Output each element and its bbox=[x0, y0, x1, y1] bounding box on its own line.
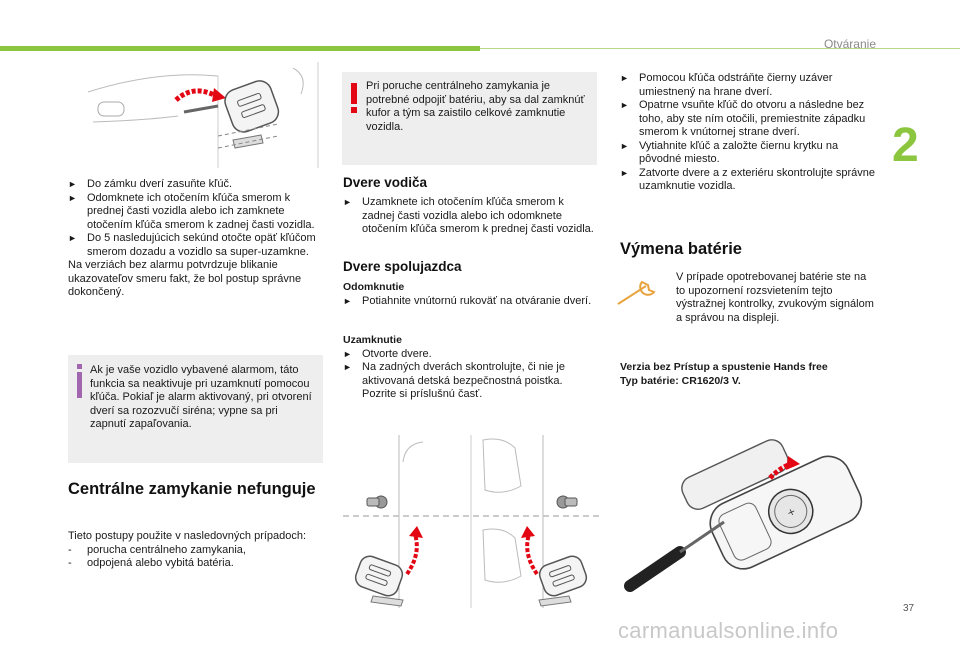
list-item: ►Pomocou kľúča odstráňte čierny uzáver u… bbox=[620, 72, 833, 98]
heading-battery-replacement: Výmena batérie bbox=[620, 240, 742, 258]
warning-box: Pri poruche centrálneho zamykania je pot… bbox=[342, 72, 597, 165]
subheading-lock: Uzamknutie bbox=[343, 334, 402, 346]
bullet-arrow-icon: ► bbox=[343, 348, 352, 359]
list-item: ►Potiahnite vnútornú rukoväť na otvárani… bbox=[343, 294, 592, 307]
alarm-note: Na verziách bez alarmu potvrdzuje blikan… bbox=[68, 259, 302, 298]
section-title: Otváranie bbox=[823, 37, 876, 51]
bullet-arrow-icon: ► bbox=[343, 295, 352, 306]
heading-driver-door: Dvere vodiča bbox=[343, 175, 428, 190]
section-heading-central-locking: Centrálne zamykanie nefunguje bbox=[68, 480, 316, 498]
key-battery-illustration: + bbox=[624, 439, 863, 592]
warning-icon bbox=[351, 83, 357, 113]
list-item: ►Do zámku dverí zasuňte kľúč. bbox=[68, 178, 233, 190]
list-item: ►Uzamknete ich otočením kľúča smerom k z… bbox=[343, 196, 594, 235]
list-item: ►Vytiahnite kľúč a založte čiernu krytku… bbox=[620, 139, 839, 166]
subheading-unlock: Odomknutie bbox=[343, 281, 405, 293]
bullet-arrow-icon: ► bbox=[620, 73, 629, 83]
bullet-arrow-icon: ► bbox=[343, 197, 352, 207]
bullet-arrow-icon: ► bbox=[68, 233, 77, 243]
bullet-arrow-icon: ► bbox=[343, 362, 352, 372]
chapter-number: 2 bbox=[892, 119, 919, 172]
list-item: ►Opatrne vsuňte kľúč do otvoru a následn… bbox=[620, 99, 866, 138]
list-item: ►Zatvorte dvere a z exteriéru skontroluj… bbox=[620, 166, 876, 193]
page-number: 37 bbox=[903, 603, 915, 614]
bullet-arrow-icon: ► bbox=[68, 192, 77, 203]
bullet-arrow-icon: ► bbox=[68, 179, 77, 189]
battery-alert-text: V prípade opotrebovanej batérie ste na t… bbox=[676, 271, 874, 324]
intro-text: Tieto postupy použite v nasledovných prí… bbox=[68, 530, 307, 542]
header-accent-bar bbox=[0, 46, 480, 51]
bullet-arrow-icon: ► bbox=[620, 140, 629, 151]
heading-passenger-door: Dvere spolujazdca bbox=[343, 259, 462, 274]
info-box: Ak je vaše vozidlo vybavené alarmom, tát… bbox=[68, 355, 323, 463]
battery-type-line: Typ batérie: CR1620/3 V. bbox=[620, 374, 741, 387]
list-item: -porucha centrálneho zamykania, bbox=[68, 543, 246, 556]
bullet-arrow-icon: ► bbox=[620, 167, 629, 178]
list-item: ►Do 5 nasledujúcich sekúnd otočte opäť k… bbox=[68, 232, 316, 258]
warning-text: Pri poruche centrálneho zamykania je pot… bbox=[366, 80, 585, 133]
list-item: ►Odomknete ich otočením kľúča smerom k p… bbox=[68, 191, 315, 231]
info-text: Ak je vaše vozidlo vybavené alarmom, tát… bbox=[90, 364, 312, 430]
wrench-icon bbox=[617, 280, 656, 305]
list-item: -odpojená alebo vybitá batéria. bbox=[68, 557, 234, 569]
list-item: ►Otvorte dvere. bbox=[343, 347, 432, 360]
version-line: Verzia bez Prístup a spustenie Hands fre… bbox=[620, 361, 828, 373]
doors-lock-illustration bbox=[343, 435, 599, 608]
info-icon bbox=[77, 364, 82, 400]
list-item: ►Na zadných dverách skontrolujte, či nie… bbox=[343, 361, 565, 400]
header-rule bbox=[480, 48, 960, 49]
bullet-arrow-icon: ► bbox=[620, 100, 629, 110]
door-key-illustration bbox=[87, 62, 319, 168]
watermark: carmanualsonline.info bbox=[618, 618, 839, 643]
